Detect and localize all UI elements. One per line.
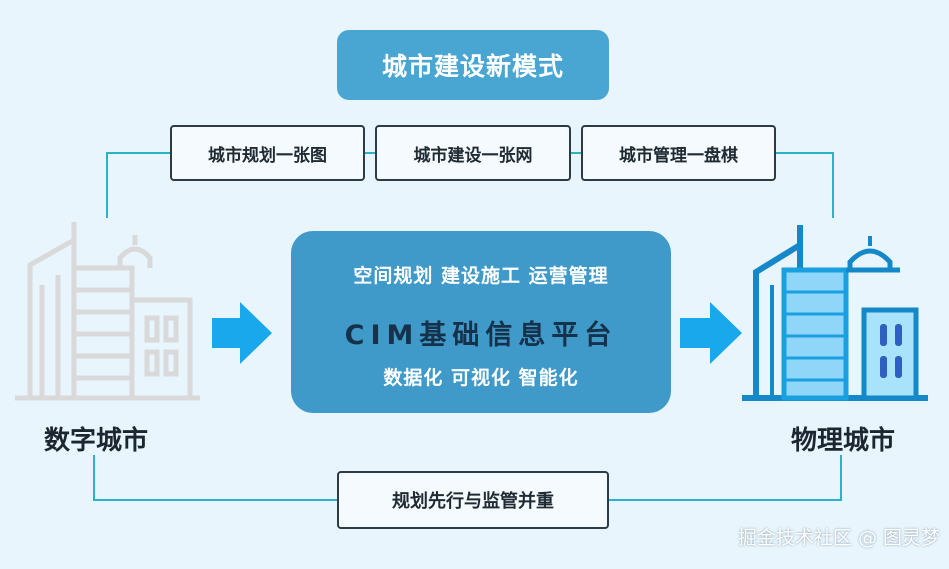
top-item-management: 城市管理一盘棋 xyxy=(581,125,776,181)
top-item-planning: 城市规划一张图 xyxy=(170,125,365,181)
bottom-connector-right xyxy=(609,455,842,501)
digital-city-icon xyxy=(15,222,200,401)
bottom-connector-left xyxy=(93,455,337,501)
bottom-item: 规划先行与监管并重 xyxy=(337,471,609,529)
center-line-2: CIM基础信息平台 xyxy=(344,320,618,351)
top-connector-right xyxy=(776,152,834,218)
top-item-construction: 城市建设一张网 xyxy=(375,125,571,181)
center-line-1: 空间规划 建设施工 运营管理 xyxy=(353,265,609,287)
top-title: 城市建设新模式 xyxy=(337,30,609,100)
cim-platform-box: 空间规划 建设施工 运营管理 CIM基础信息平台 数据化 可视化 智能化 xyxy=(291,231,671,413)
watermark: 掘金技术社区 @ 图灵梦 xyxy=(737,527,940,549)
center-line-3: 数据化 可视化 智能化 xyxy=(383,367,579,389)
arrow-right-icon xyxy=(212,302,272,364)
physical-city-label: 物理城市 xyxy=(790,426,895,456)
digital-city-label: 数字城市 xyxy=(43,426,148,456)
physical-city-icon xyxy=(742,225,928,401)
top-connector xyxy=(106,152,170,218)
arrow-right-icon-2 xyxy=(680,302,742,364)
